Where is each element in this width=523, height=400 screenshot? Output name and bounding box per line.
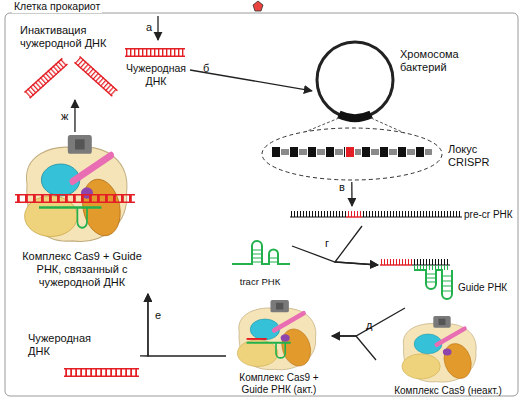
node-label: pre-cr РНК <box>464 209 520 221</box>
flow-arrow <box>148 294 226 356</box>
node-label: Комплекс Cas9 (неакт.) <box>376 385 520 397</box>
guide-rna-strand <box>380 259 452 299</box>
node-label: Инактивация чужеродной ДНК <box>20 24 120 50</box>
step-letter: г <box>325 237 329 250</box>
crispr-array <box>262 128 442 180</box>
injection-arrow <box>157 16 158 40</box>
cas9-complex-active: Комплекс Cas9 + Guide РНК (акт.) <box>226 298 332 398</box>
step-letter: в <box>339 181 345 194</box>
guide-rna: Guide РНК <box>378 258 520 308</box>
flow-arrow <box>190 70 312 91</box>
foreign-dna: Чужеродная ДНК <box>122 44 190 96</box>
step-letter: е <box>155 309 161 322</box>
step-letter: д <box>366 319 372 332</box>
dna-fragments <box>24 56 118 99</box>
flow-arrow <box>332 308 405 336</box>
step-letter: б <box>203 62 209 75</box>
flow-arrow <box>74 100 75 132</box>
node-label: tracr РНК <box>228 276 292 287</box>
chromosome-ring <box>317 42 393 118</box>
flow-arrow <box>332 336 376 360</box>
pre-crrna: pre-cr РНК <box>288 206 520 226</box>
step-letter: ж <box>61 110 68 123</box>
flow-arrow <box>335 226 378 265</box>
cas9-complex-inactive: Комплекс Cas9 (неакт.) <box>376 316 520 399</box>
flow-arrow <box>140 294 148 356</box>
flow-arrow <box>292 246 378 265</box>
flow-arrow <box>351 182 353 206</box>
node-label: Комплекс Cas9 + Guide РНК, связанный с ч… <box>16 250 148 290</box>
node-label: Локус CRISPR <box>448 143 514 169</box>
dna-strand <box>64 368 139 377</box>
bacterial-chromosome: Хромосома бактерий <box>312 38 510 126</box>
crispr-locus: Локус CRISPR <box>260 126 515 182</box>
cas9-illustration <box>402 316 476 383</box>
step-letter: а <box>146 21 152 34</box>
node-label: Комплекс Cas9 + Guide РНК (акт.) <box>226 372 332 396</box>
inactivated-dna: Инактивация чужеродной ДНК <box>15 22 120 100</box>
cell-heading: Клетка прокариот <box>12 0 102 13</box>
dna-strand <box>125 48 185 57</box>
cas9-illustration <box>237 300 315 370</box>
node-label: Чужеродная ДНК <box>122 62 190 87</box>
tracrrna: tracr РНК <box>228 222 292 290</box>
tracr-hairpin <box>232 241 290 264</box>
cas9-illustration <box>15 135 135 242</box>
phage-symbol <box>253 1 263 11</box>
cas9-complex-bound: Комплекс Cas9 + Guide РНК, связанный с ч… <box>12 132 152 294</box>
rna-strand <box>290 210 462 218</box>
node-label: Хромосома бактерий <box>400 48 500 74</box>
node-label: Чужеродная ДНК <box>28 332 103 358</box>
foreign-dna: Чужеродная ДНК <box>25 332 140 385</box>
cell-border <box>5 13 518 396</box>
node-label: Guide РНК <box>458 282 520 294</box>
